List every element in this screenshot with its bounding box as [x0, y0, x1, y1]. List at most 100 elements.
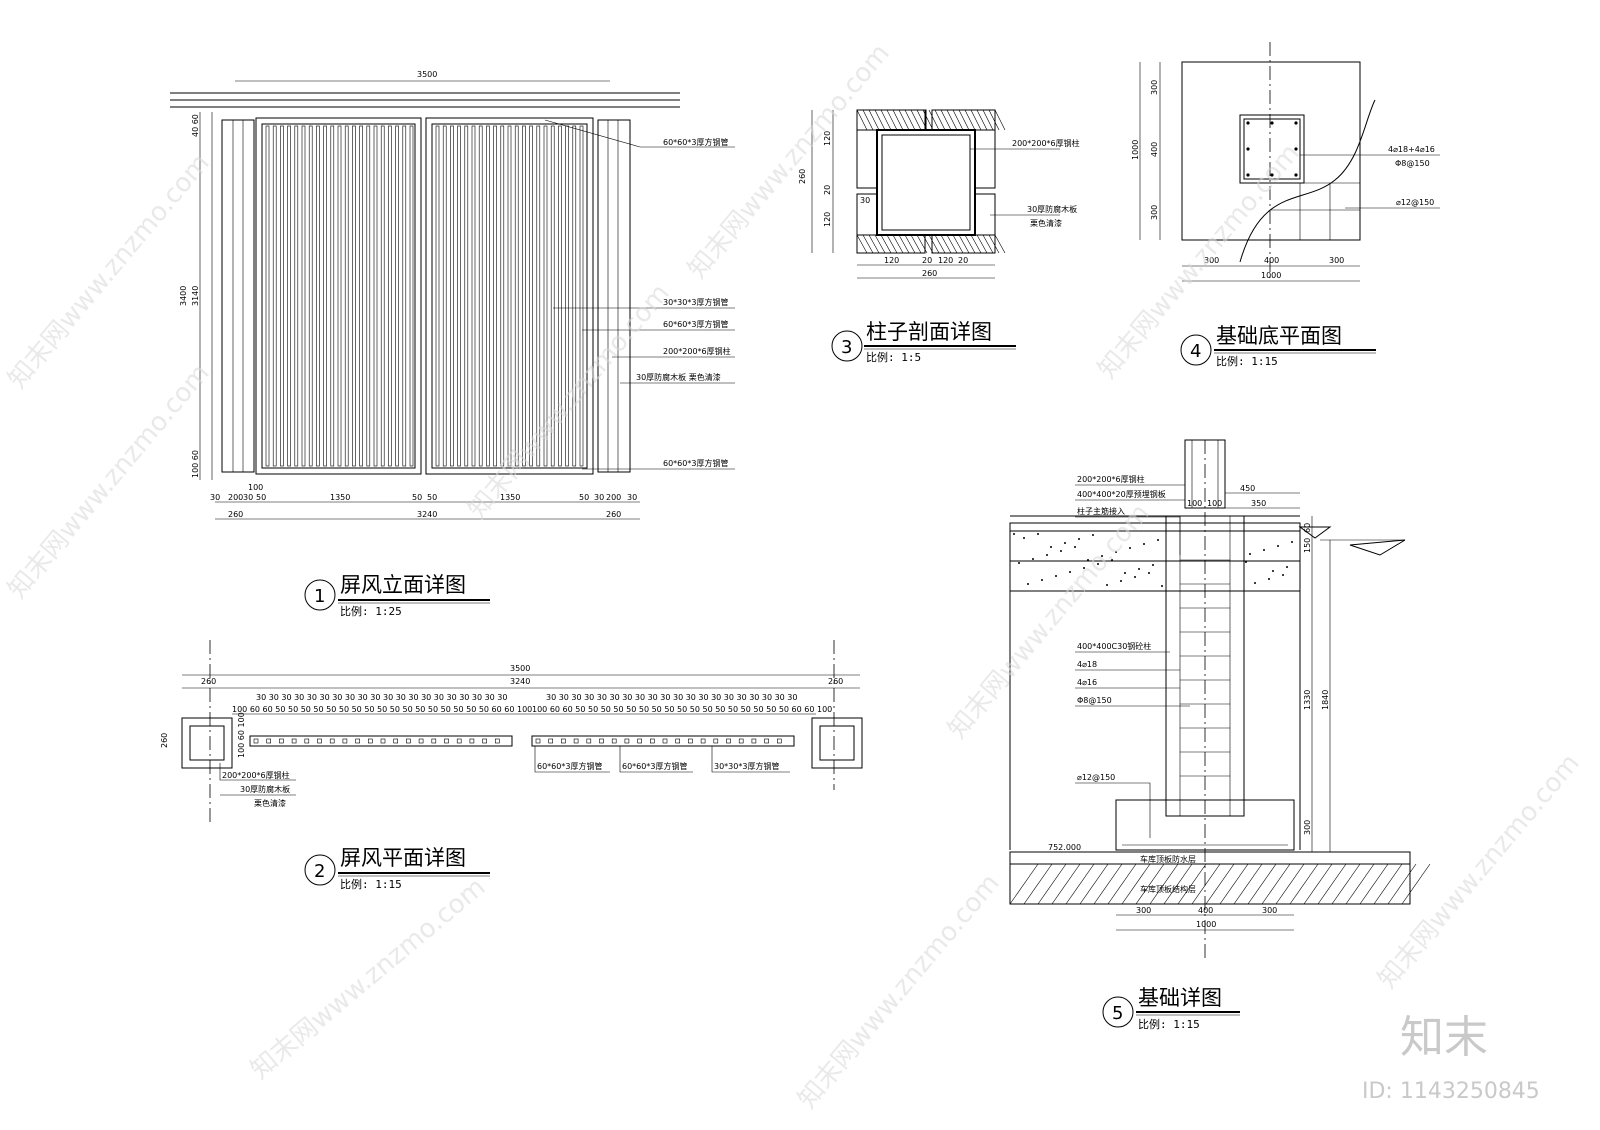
col-height: 260	[798, 169, 807, 184]
slat-square	[764, 738, 769, 744]
watermarks: 知末网www.znzmo.com 知末网www.znzmo.com 知末网www…	[2, 38, 1585, 1114]
slab-hatch-line	[1205, 863, 1235, 905]
bay-spacing-label: 30	[749, 693, 759, 702]
svg-text:300: 300	[1204, 256, 1219, 265]
slat-square	[561, 738, 566, 744]
svg-text:20: 20	[922, 256, 932, 265]
svg-text:120: 120	[884, 256, 899, 265]
column-section-drawing: 260 120 20 120 120 20 120 20 260 30 200*…	[798, 109, 1080, 364]
slat	[514, 125, 519, 467]
slat	[287, 125, 291, 467]
gravel-dot	[1023, 537, 1025, 539]
plan-title-number: 2	[314, 861, 325, 882]
svg-text:120: 120	[823, 131, 832, 146]
slat	[366, 125, 371, 467]
plan-note-tube-a: 60*60*3厚方钢管	[537, 761, 602, 771]
bay-spacing-label: 30	[472, 693, 482, 702]
slat	[409, 125, 414, 467]
plan-bays-right: 100 60 60 50 50 50 50 50 50 50 50 50 50 …	[532, 705, 832, 714]
rebar-dot	[1246, 147, 1250, 151]
slat-square	[291, 738, 297, 744]
hatch-line	[916, 109, 928, 131]
bay-spacing-label: 30	[711, 693, 721, 702]
svg-text:知末网www.znzmo.com: 知末网www.znzmo.com	[462, 278, 675, 524]
gravel-dot	[1069, 571, 1071, 573]
gravel-dot	[1074, 546, 1076, 548]
slat-square	[304, 738, 310, 744]
bay-spacing-label: 30	[447, 693, 457, 702]
elev-left-inner: 3140	[191, 286, 200, 306]
svg-text:300: 300	[1136, 906, 1151, 915]
hatch-line	[856, 234, 868, 254]
hatch-line	[970, 234, 982, 254]
plan-bays-left: 100 60 60 50 50 50 50 50 50 50 50 50 50 …	[232, 705, 532, 714]
slab-hatch-line	[1051, 863, 1081, 905]
bay-spacing-label: 30	[660, 693, 670, 702]
gravel-dot	[1018, 562, 1020, 564]
slab-hatch-line	[1261, 863, 1291, 905]
slat-square	[662, 738, 668, 744]
hatch-line	[976, 109, 988, 131]
hatch-line	[934, 234, 946, 254]
gravel-dot	[1124, 572, 1126, 574]
fd-note-r1: 4⌀18	[1077, 660, 1097, 669]
gravel-dot	[1138, 568, 1140, 570]
svg-text:300: 300	[1150, 205, 1159, 220]
col-note-wood: 30厚防腐木板	[1027, 204, 1077, 214]
gravel-dot	[1129, 547, 1131, 549]
svg-text:60: 60	[1303, 523, 1312, 533]
plan-note-tube-b: 60*60*3厚方钢管	[622, 761, 687, 771]
gravel-dot	[1064, 542, 1066, 544]
slat-square	[253, 738, 259, 744]
hatch-line	[958, 234, 970, 254]
slab-hatch-line	[1303, 863, 1333, 905]
slat-square	[393, 738, 399, 744]
hatch-line	[994, 234, 1006, 254]
hatch-line	[910, 109, 922, 131]
slat-square	[317, 738, 322, 744]
hatch-line	[892, 109, 904, 131]
col-note-wood2: 栗色清漆	[1030, 218, 1062, 228]
slat-square	[713, 738, 719, 744]
slab-hatch-line	[1037, 863, 1067, 905]
gravel-dot	[1272, 570, 1274, 572]
bay-spacing-label: 30	[281, 693, 291, 702]
bay-spacing-label: 30	[421, 693, 431, 702]
gravel-dot	[1083, 567, 1085, 569]
hatch-line	[928, 234, 940, 254]
slat-square	[444, 738, 449, 744]
elev-left-outer: 3400	[179, 286, 188, 306]
svg-text:450: 450	[1240, 484, 1255, 493]
svg-text:1350: 1350	[330, 493, 350, 502]
slat-square	[456, 738, 462, 744]
gravel-dot	[1106, 584, 1108, 586]
slat	[493, 125, 497, 467]
slat-square	[688, 738, 693, 744]
bay-spacing-label: 30	[622, 693, 632, 702]
rebar-dots	[1246, 121, 1298, 177]
gravel-dot	[1013, 533, 1015, 535]
slat-square	[548, 738, 554, 744]
slat	[550, 125, 555, 467]
hatch-line	[988, 234, 1000, 254]
svg-text:20: 20	[823, 185, 832, 195]
slat-square	[342, 738, 348, 744]
slab-hatch-line	[1121, 863, 1151, 905]
svg-text:120: 120	[938, 256, 953, 265]
slat	[579, 125, 584, 467]
gravel-dot	[1249, 553, 1251, 555]
elev-bottom-dims: 30 200 30 50 1350 50 50 1350 50 30 200 3…	[210, 483, 637, 519]
gravel-dot	[1254, 582, 1256, 584]
hatch-line	[904, 234, 916, 254]
slab-hatch-line	[1387, 863, 1417, 905]
gravel-dot	[1148, 572, 1150, 574]
bay-spacing-label: 30	[610, 693, 620, 702]
svg-text:知末网www.znzmo.com: 知末网www.znzmo.com	[2, 148, 215, 394]
slat-square	[738, 738, 744, 744]
fd-note-anchor: 柱子主筋接入	[1077, 506, 1125, 516]
slat-square	[649, 738, 655, 744]
bay-spacing-label: 30	[686, 693, 696, 702]
slat-square	[431, 738, 437, 744]
bay-spacing-label: 30	[724, 693, 734, 702]
plan-note-tube-c: 30*30*3厚方钢管	[714, 761, 779, 771]
